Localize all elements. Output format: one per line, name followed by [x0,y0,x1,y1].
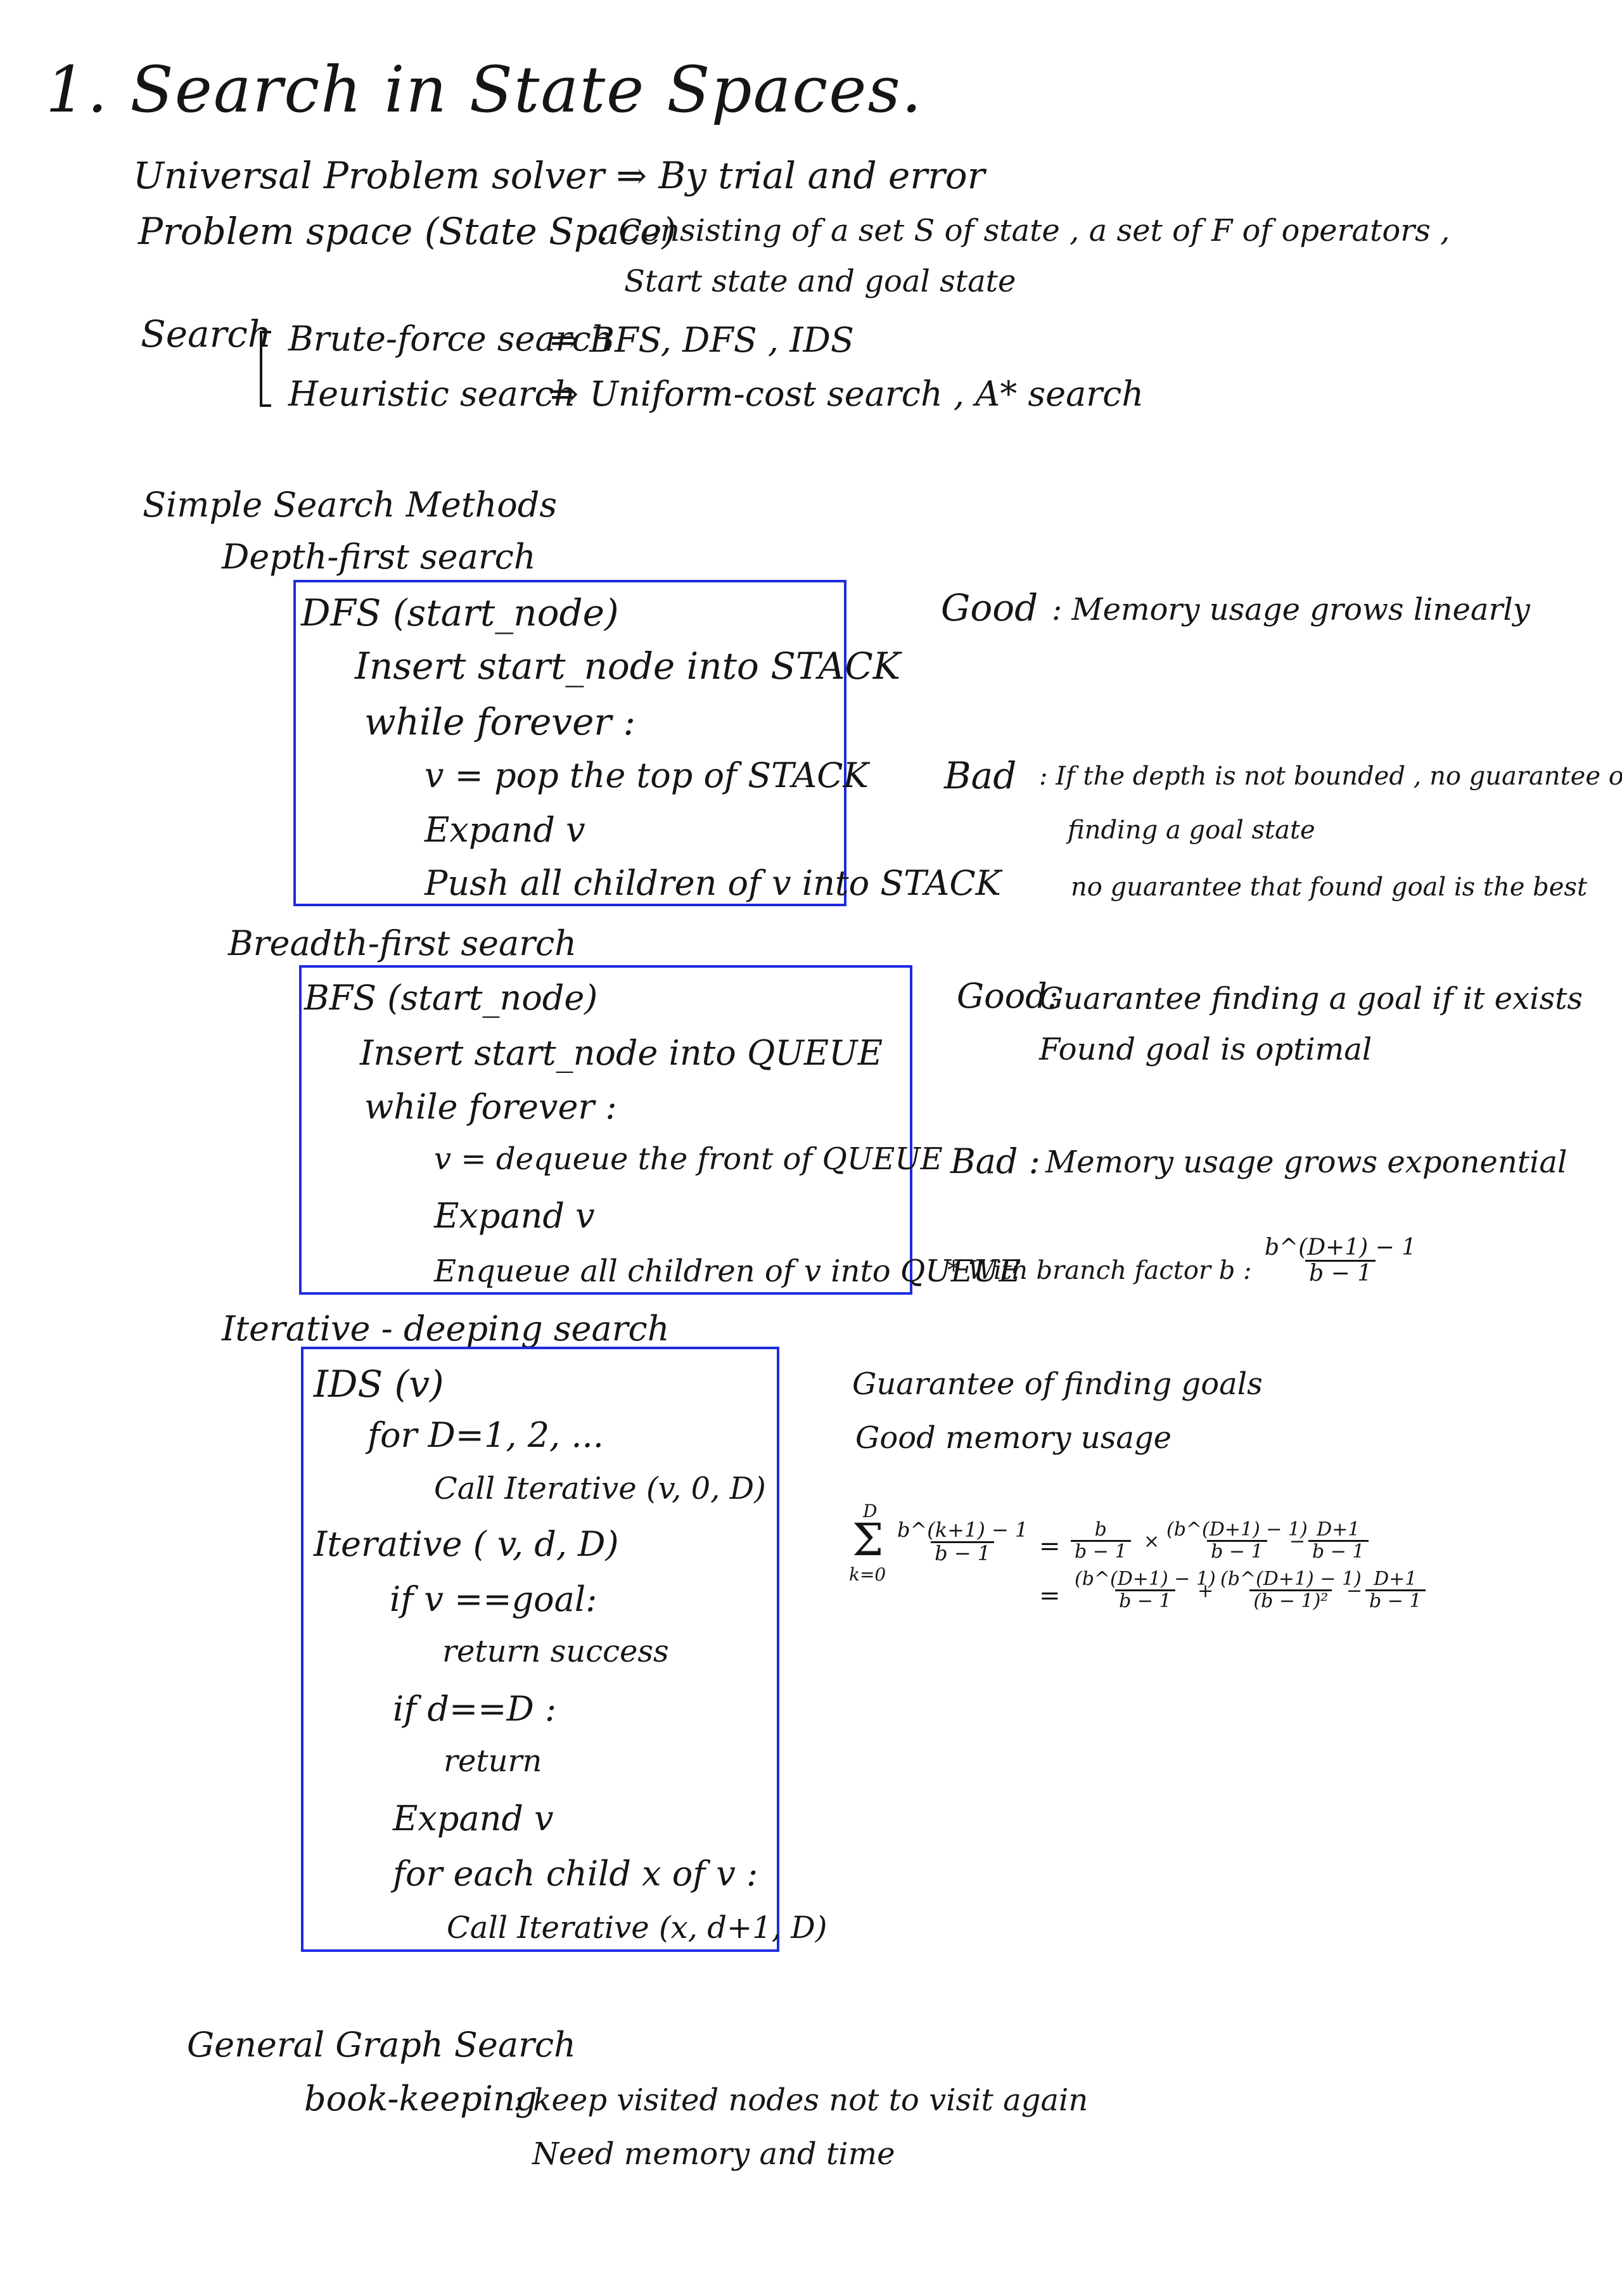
dfs-code-line: Push all children of v into STACK [425,863,1001,903]
dfs-code-line: Insert start_node into STACK [355,645,901,688]
page-title: 1. Search in State Spaces. [46,53,923,127]
branch-factor-fraction: b^(D+1) − 1 b − 1 [1261,1236,1420,1286]
sigma-symbol: Σ [852,1514,884,1566]
bfs-bad-label: Bad : [950,1141,1040,1181]
bookkeeping-text: : keep visited nodes not to visit again [513,2082,1089,2118]
sum-lower-limit: k=0 [849,1564,886,1585]
fraction-numerator: D+1 [1317,1518,1360,1541]
ids-code-line: Call Iterative (v, 0, D) [434,1471,766,1506]
ups-line: Universal Problem solver ⇒ By trial and … [133,154,985,197]
fraction-denominator: b − 1 [1365,1589,1426,1612]
bfs-code-line: BFS (start_node) [304,978,598,1018]
fraction-denominator: b − 1 [1207,1539,1267,1562]
fraction-denominator: b − 1 [1071,1539,1131,1562]
fraction-numerator: b^(k+1) − 1 [897,1518,1028,1542]
ids-code-line: Iterative ( v, d, D) [314,1524,619,1564]
minus-sign: − [1289,1530,1306,1553]
fraction-numerator: b^(D+1) − 1 [1265,1235,1417,1260]
fraction-denominator: b − 1 [1308,1539,1369,1562]
eq2-fraction: D+1 b − 1 [1365,1569,1426,1611]
sum-term-fraction: b^(k+1) − 1 b − 1 [893,1518,1031,1565]
brute-force-examples: ⇒ BFS, DFS , IDS [550,320,854,360]
fraction-denominator: b − 1 [1115,1589,1175,1612]
fraction-numerator: (b^(D+1) − 1) [1220,1568,1362,1590]
dfs-code-line: while forever : [364,700,636,743]
dfs-heading: Depth-first search [222,537,536,577]
heuristic-examples: ⇒ Uniform-cost search , A* search [550,374,1144,414]
minus-sign: − [1346,1580,1363,1602]
fraction-numerator: D+1 [1374,1568,1417,1590]
bfs-code-box [299,965,912,1295]
equals-sign: = [1039,1532,1061,1561]
bfs-good-text: Guarantee finding a goal if it exists [1039,981,1583,1017]
ids-code-line: Expand v [393,1799,554,1838]
ids-code-line: Call Iterative (x, d+1, D) [447,1910,827,1946]
ids-code-line: return [444,1743,542,1779]
ids-note: Good memory usage [855,1420,1172,1456]
dfs-code-box [293,580,846,906]
brute-force-label: Brute-force search [288,319,613,359]
eq2-fraction: (b^(D+1) − 1) (b − 1)² [1216,1569,1365,1611]
fraction-numerator: (b^(D+1) − 1) [1166,1518,1308,1541]
eq1-fraction: (b^(D+1) − 1) b − 1 [1163,1520,1312,1562]
ids-code-box [301,1347,779,1952]
bfs-code-line: Insert start_node into QUEUE [360,1033,883,1073]
sum-upper-limit: D [863,1501,878,1522]
ids-heading: Iterative - deeping search [222,1309,670,1349]
bfs-bad-text: Memory usage grows exponential [1045,1145,1568,1180]
heuristic-label: Heuristic search [288,374,576,414]
times-sign: × [1144,1530,1160,1553]
dfs-code-line: DFS (start_node) [301,591,619,634]
dfs-good-label: Good [941,586,1038,629]
bfs-code-line: Enqueue all children of v into QUEUE [434,1254,1021,1289]
problem-space-label: Problem space (State Space) [138,210,677,253]
bookkeeping-text: Need memory and time [532,2136,895,2172]
bfs-heading: Breadth-first search [228,923,577,963]
dfs-good-text: : Memory usage grows linearly [1052,592,1530,627]
fraction-denominator: (b − 1)² [1249,1589,1332,1612]
bfs-code-line: while forever : [364,1087,617,1127]
ids-code-line: return success [442,1634,669,1669]
bookkeeping-label: book-keeping [304,2079,537,2119]
dfs-code-line: Expand v [425,810,585,850]
ids-code-line: if v ==goal: [390,1579,597,1619]
bfs-code-line: v = dequeue the front of QUEUE [434,1141,943,1177]
plus-sign: + [1197,1580,1214,1602]
search-label: Search [141,312,272,356]
dfs-bad-text: : If the depth is not bounded , no guara… [1039,762,1622,791]
eq2-fraction: (b^(D+1) − 1) b − 1 [1071,1569,1220,1611]
eq1-fraction: b b − 1 [1071,1520,1131,1562]
branch-factor-note: * With branch factor b : [947,1256,1252,1285]
problem-space-desc: : Consisting of a set S of state , a set… [599,213,1450,248]
bfs-good-label: Good: [957,976,1059,1016]
eq1-fraction: D+1 b − 1 [1308,1520,1369,1562]
dfs-bad-text: finding a goal state [1068,816,1315,845]
bfs-good-text: Found goal is optimal [1039,1032,1372,1067]
dfs-bad-label: Bad [944,754,1017,797]
ids-note: Guarantee of finding goals [852,1366,1263,1402]
bfs-code-line: Expand v [434,1196,595,1236]
ids-code-line: if d==D : [393,1689,557,1729]
problem-space-desc-cont: Start state and goal state [624,264,1016,299]
fraction-numerator: (b^(D+1) − 1) [1075,1568,1216,1590]
general-search-heading: General Graph Search [187,2025,576,2065]
dfs-code-line: v = pop the top of STACK [425,755,869,795]
simple-methods-heading: Simple Search Methods [143,485,558,525]
fraction-denominator: b − 1 [1305,1259,1376,1286]
equals-sign: = [1039,1581,1061,1610]
ids-code-line: for D=1, 2, ... [367,1415,604,1455]
fraction-denominator: b − 1 [931,1541,995,1565]
fraction-numerator: b [1094,1518,1107,1541]
ids-code-line: for each child x of v : [393,1854,758,1894]
search-brace [260,331,272,407]
ids-code-line: IDS (v) [314,1363,444,1406]
dfs-bad-text: no guarantee that found goal is the best [1071,873,1588,902]
